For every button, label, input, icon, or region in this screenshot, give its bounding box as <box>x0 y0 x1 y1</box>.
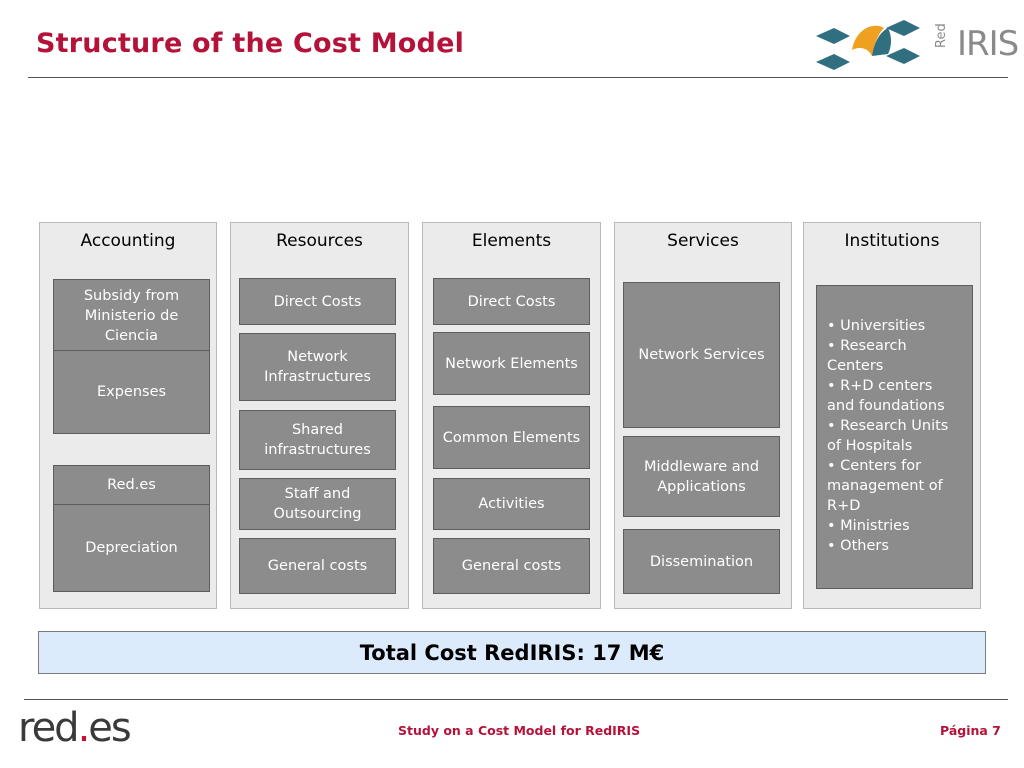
box-staff-outsourcing: Staff and Outsourcing <box>239 478 396 530</box>
column-resources: Resources Direct Costs Network Infrastru… <box>230 222 409 609</box>
box-institutions-list: • Universities • Research Centers • R+D … <box>816 285 973 589</box>
institution-item: • Research Centers <box>827 338 907 374</box>
column-accounting: Accounting Subsidy from Ministerio de Ci… <box>39 222 217 609</box>
page-number: Página 7 <box>940 723 1001 738</box>
red-es-logo-dot: . <box>77 705 91 751</box>
red-es-logo-left: red <box>18 705 80 751</box>
institution-item: • R+D centers and foundations <box>827 378 945 414</box>
column-header-accounting: Accounting <box>80 231 176 251</box>
box-direct-costs-resources: Direct Costs <box>239 278 396 325</box>
box-red-es: Red.es <box>53 465 210 505</box>
institution-item: • Centers for management of R+D <box>827 458 943 514</box>
box-general-costs-elements: General costs <box>433 538 590 594</box>
box-middleware-applications: Middleware and Applications <box>623 436 780 517</box>
box-dissemination: Dissemination <box>623 529 780 594</box>
column-institutions: Institutions • Universities • Research C… <box>803 222 981 609</box>
institution-item: • Research Units of Hospitals <box>827 418 949 454</box>
header-divider <box>28 77 1008 78</box>
footer-divider <box>24 699 1008 700</box>
red-es-logo-right: es <box>88 705 131 751</box>
box-network-services: Network Services <box>623 282 780 428</box>
rediris-logo-icon <box>816 20 920 70</box>
institution-item: • Others <box>827 538 889 554</box>
box-network-elements: Network Elements <box>433 332 590 395</box>
box-general-costs-resources: General costs <box>239 538 396 594</box>
footer-study-title: Study on a Cost Model for RedIRIS <box>398 723 641 738</box>
box-expenses: Expenses <box>53 350 210 434</box>
column-header-resources: Resources <box>276 231 363 251</box>
box-subsidy: Subsidy from Ministerio de Ciencia <box>53 279 210 351</box>
rediris-logo: Red IRIS <box>812 14 1019 76</box>
logo-red-text: Red <box>934 23 949 48</box>
logo-iris-text: IRIS <box>957 24 1019 64</box>
page-title: Structure of the Cost Model <box>36 28 465 59</box>
institution-item: • Universities <box>827 318 926 334</box>
column-header-institutions: Institutions <box>844 231 940 251</box>
column-header-services: Services <box>667 231 739 251</box>
column-services: Services Network Services Middleware and… <box>614 222 792 609</box>
box-direct-costs-elements: Direct Costs <box>433 278 590 325</box>
total-cost-banner: Total Cost RedIRIS: 17 M€ <box>38 631 986 674</box>
institution-item: • Ministries <box>827 518 910 534</box>
column-header-elements: Elements <box>471 231 552 251</box>
box-network-infrastructures: Network Infrastructures <box>239 333 396 401</box>
red-es-logo: red.es <box>18 705 132 751</box>
column-elements: Elements Direct Costs Network Elements C… <box>422 222 601 609</box>
box-shared-infrastructures: Shared infrastructures <box>239 410 396 470</box>
box-activities: Activities <box>433 478 590 530</box>
box-common-elements: Common Elements <box>433 406 590 469</box>
box-depreciation: Depreciation <box>53 504 210 592</box>
